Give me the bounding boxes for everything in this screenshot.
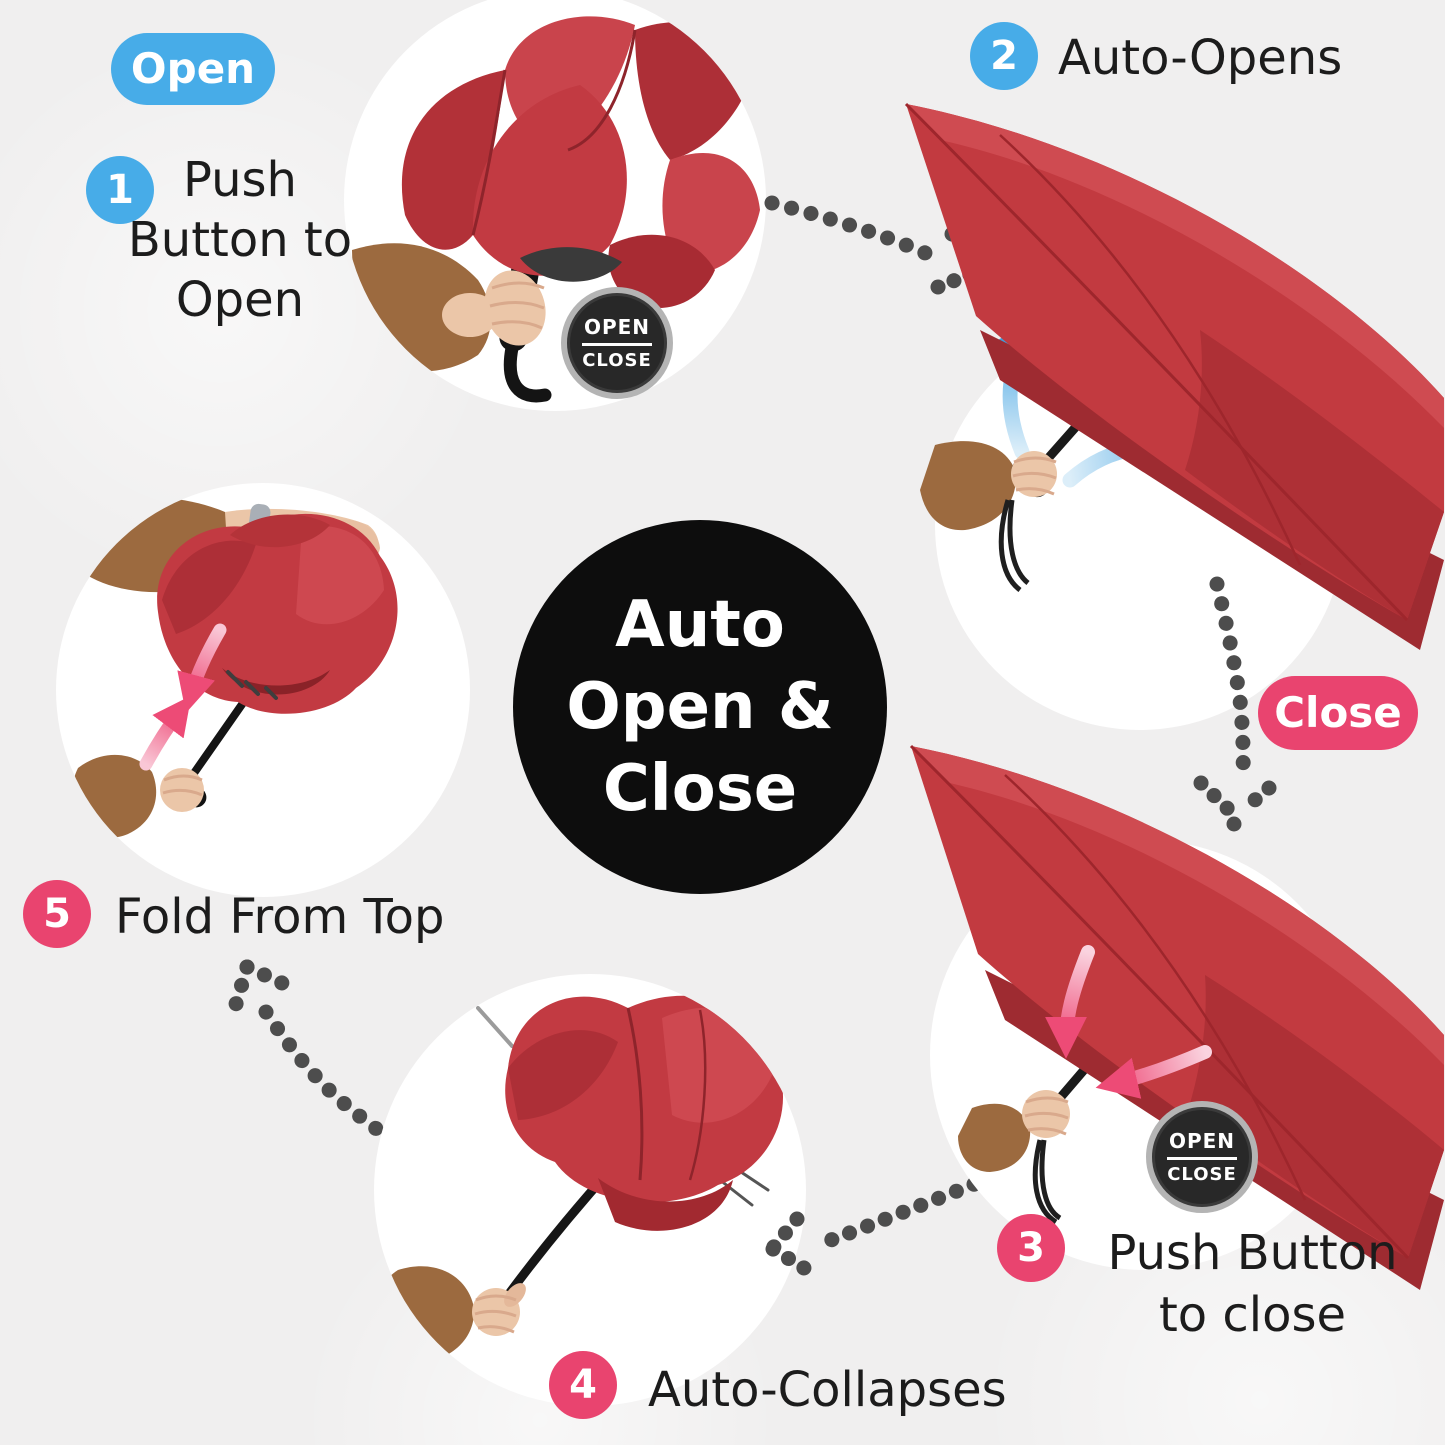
center-badge-line3: Close — [602, 752, 798, 826]
step-1-number: 1 — [86, 156, 154, 224]
center-badge-line2: Open & — [566, 670, 834, 744]
step-3-label: Push Button to close — [1107, 1225, 1398, 1343]
photo-step2-open-umbrella — [904, 102, 1444, 730]
badge-divider — [582, 343, 652, 346]
badge-open-label: OPEN — [583, 315, 651, 339]
center-badge-line1: Auto — [615, 588, 785, 662]
dotted-arrow-step2-to-step3 — [1193, 576, 1277, 832]
step-1-label: Push Button to Open — [127, 152, 353, 328]
step-4-label: Auto-Collapses — [648, 1362, 1007, 1418]
badge-divider — [1167, 1157, 1237, 1160]
photo-step3-closing-umbrella — [909, 744, 1444, 1290]
step-2-label: Auto-Opens — [1058, 30, 1343, 86]
open-close-button-badge: OPEN CLOSE — [1146, 1101, 1258, 1213]
auto-open-close-badge: Auto Open & Close — [513, 520, 887, 894]
dotted-arrow-step3-to-step4 — [765, 1169, 1000, 1284]
open-section-pill: Open — [111, 33, 275, 105]
step-5-number: 5 — [23, 880, 91, 948]
photo-step1-folded-umbrella — [344, 0, 766, 411]
badge-close-label: CLOSE — [1167, 1164, 1237, 1185]
badge-open-label: OPEN — [1168, 1129, 1236, 1153]
close-section-pill: Close — [1258, 676, 1418, 750]
step-5-label: Fold From Top — [115, 889, 445, 945]
step-2-number: 2 — [970, 22, 1038, 90]
badge-close-label: CLOSE — [582, 350, 652, 371]
step-3-number: 3 — [997, 1214, 1065, 1282]
photo-step5-folding-umbrella — [56, 483, 470, 897]
dotted-arrow-step4-to-step5 — [228, 959, 386, 1138]
photo-step4-collapsed-umbrella — [374, 974, 806, 1406]
step-4-number: 4 — [549, 1351, 617, 1419]
open-close-button-badge: OPEN CLOSE — [561, 287, 673, 399]
